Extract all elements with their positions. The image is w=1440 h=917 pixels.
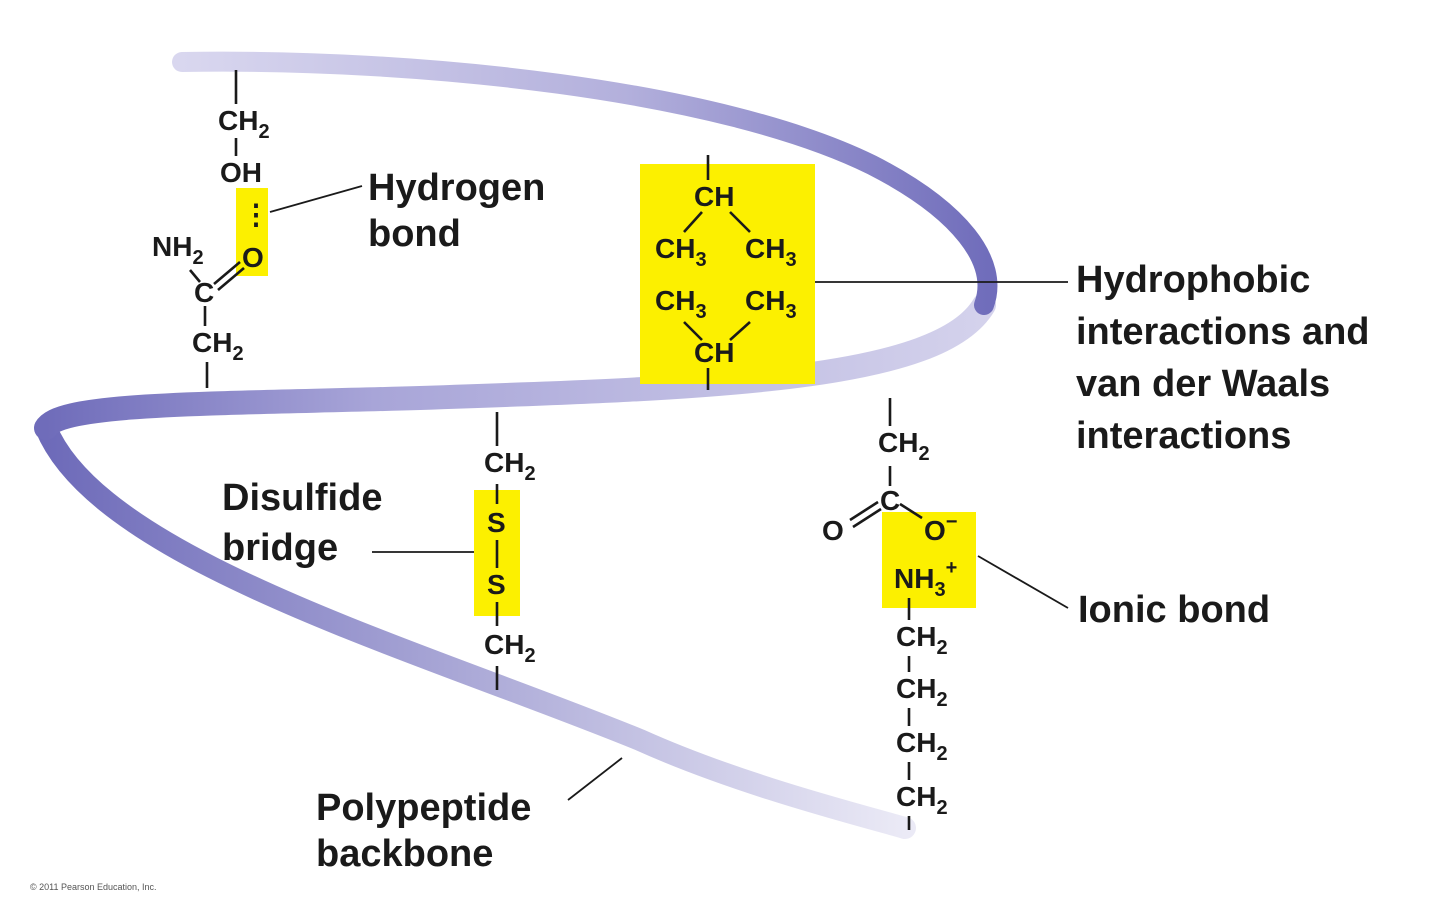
chem-nh3: NH3+ bbox=[894, 557, 957, 601]
label-hydrophobic-4: interactions bbox=[1076, 415, 1291, 457]
chem-ch3: CH3 bbox=[655, 285, 707, 323]
ionic-bond-highlight bbox=[882, 512, 976, 608]
label-disulfide-2: bridge bbox=[222, 527, 338, 569]
chem-ch3: CH3 bbox=[655, 233, 707, 271]
chem-carbonyl-o: O bbox=[242, 242, 264, 273]
leader-hydrogen-bond bbox=[269, 185, 363, 213]
chem-ch2: CH2 bbox=[218, 105, 270, 143]
chem-ch3: CH3 bbox=[745, 233, 797, 271]
label-hydrogen-bond-1: Hydrogen bbox=[368, 167, 545, 209]
chem-ch2: CH2 bbox=[896, 727, 948, 765]
label-hydrophobic-2: interactions and bbox=[1076, 311, 1370, 353]
chem-nh2: NH2 bbox=[152, 231, 204, 269]
backbone-segment-middle bbox=[34, 293, 996, 440]
label-backbone-1: Polypeptide bbox=[316, 787, 531, 829]
chem-sulfur: S bbox=[487, 569, 506, 600]
chem-ch3: CH3 bbox=[745, 285, 797, 323]
hydrogen-bond-highlight bbox=[236, 188, 268, 276]
chem-ch2: CH2 bbox=[484, 447, 536, 485]
chem-ch2: CH2 bbox=[896, 621, 948, 659]
label-backbone-2: backbone bbox=[316, 833, 493, 875]
label-hydrophobic-1: Hydrophobic bbox=[1076, 259, 1310, 301]
hydrogen-bond-group: CH2 OH ⋮ O NH2 C CH2 bbox=[152, 70, 270, 388]
ionic-bond-group: CH2 C O O− NH3+ CH2 CH2 CH2 CH2 bbox=[822, 398, 957, 830]
label-disulfide-1: Disulfide bbox=[222, 477, 382, 519]
chem-ch: CH bbox=[694, 337, 734, 368]
hydrophobic-group: CH CH3 CH3 CH3 CH3 CH bbox=[655, 155, 797, 390]
copyright-notice: © 2011 Pearson Education, Inc. bbox=[30, 882, 157, 892]
chem-oh: OH bbox=[220, 157, 262, 188]
leader-ionic-bond bbox=[977, 555, 1069, 609]
chem-ch2: CH2 bbox=[896, 673, 948, 711]
chem-ch: CH bbox=[694, 181, 734, 212]
chem-carboxylate-o: O− bbox=[924, 511, 957, 546]
chem-carbon: C bbox=[194, 277, 214, 308]
chem-carbon: C bbox=[880, 485, 900, 516]
chem-ch2: CH2 bbox=[896, 781, 948, 819]
polypeptide-backbone-ribbon bbox=[34, 51, 998, 839]
hydrophobic-highlight bbox=[640, 164, 815, 384]
leader-backbone bbox=[567, 757, 623, 801]
chem-carbonyl-o: O bbox=[822, 515, 844, 546]
disulfide-group: CH2 S S CH2 bbox=[484, 412, 536, 690]
chem-ch2: CH2 bbox=[192, 327, 244, 365]
label-hydrogen-bond-2: bond bbox=[368, 213, 461, 255]
hydrogen-bond-dots: ⋮ bbox=[242, 199, 270, 230]
label-ionic-bond: Ionic bond bbox=[1078, 589, 1270, 631]
chem-ch2: CH2 bbox=[878, 427, 930, 465]
label-hydrophobic-3: van der Waals bbox=[1076, 363, 1330, 405]
chem-sulfur: S bbox=[487, 507, 506, 538]
backbone-segment-upper bbox=[172, 51, 998, 315]
chem-ch2: CH2 bbox=[484, 629, 536, 667]
backbone-segment-lower bbox=[35, 417, 916, 839]
